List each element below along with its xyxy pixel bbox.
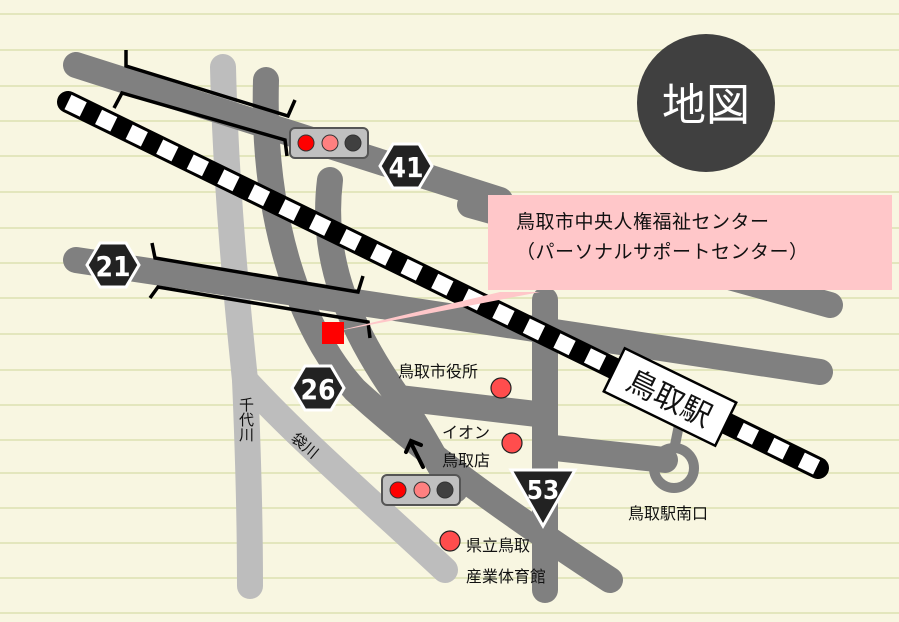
landmark-label-aeon-2: 鳥取店 bbox=[442, 451, 490, 470]
route-shield-26: 26 bbox=[290, 364, 346, 412]
svg-text:21: 21 bbox=[95, 250, 130, 283]
destination-marker[interactable] bbox=[322, 322, 344, 344]
road-cityhall bbox=[387, 385, 558, 428]
bridges bbox=[112, 50, 372, 339]
south-exit-label: 鳥取駅南口 bbox=[628, 504, 708, 523]
landmark-dot-aeon[interactable] bbox=[501, 432, 523, 454]
landmark-dot-gym[interactable] bbox=[439, 530, 461, 552]
svg-text:41: 41 bbox=[388, 151, 423, 184]
landmark-label-cityhall: 鳥取市役所 bbox=[398, 362, 478, 381]
road-south-exit bbox=[532, 434, 678, 473]
route-shield-53: 53 bbox=[508, 468, 578, 530]
svg-text:26: 26 bbox=[300, 373, 335, 406]
landmark-label-aeon-1: イオン bbox=[442, 423, 490, 442]
callout-line-2: （パーソナルサポートセンター） bbox=[516, 241, 809, 263]
traffic-light-bottom bbox=[381, 474, 461, 506]
landmark-label-gym-1: 県立鳥取 bbox=[466, 536, 530, 555]
callout-box: 鳥取市中央人権福祉センター （パーソナルサポートセンター） bbox=[488, 195, 892, 290]
route-shield-41: 41 bbox=[378, 142, 434, 190]
svg-text:53: 53 bbox=[527, 476, 560, 506]
route-shield-21: 21 bbox=[85, 241, 141, 289]
landmark-dot-cityhall[interactable] bbox=[490, 377, 512, 399]
title-badge: 地図 bbox=[637, 34, 775, 172]
title-text: 地図 bbox=[662, 80, 750, 131]
callout-line-1: 鳥取市中央人権福祉センター bbox=[516, 211, 770, 233]
river-fukuro bbox=[232, 367, 458, 583]
river-label-sendai: 千代川 bbox=[237, 397, 255, 442]
station-label[interactable]: 鳥取駅 bbox=[602, 346, 738, 448]
roundabout bbox=[649, 443, 699, 493]
callout-pointer bbox=[333, 292, 540, 332]
direction-arrow-icon bbox=[404, 438, 425, 469]
traffic-light-top bbox=[289, 127, 369, 159]
road-41 bbox=[63, 52, 513, 213]
landmark-label-gym-2: 産業体育館 bbox=[466, 567, 546, 586]
road-21 bbox=[63, 247, 833, 385]
